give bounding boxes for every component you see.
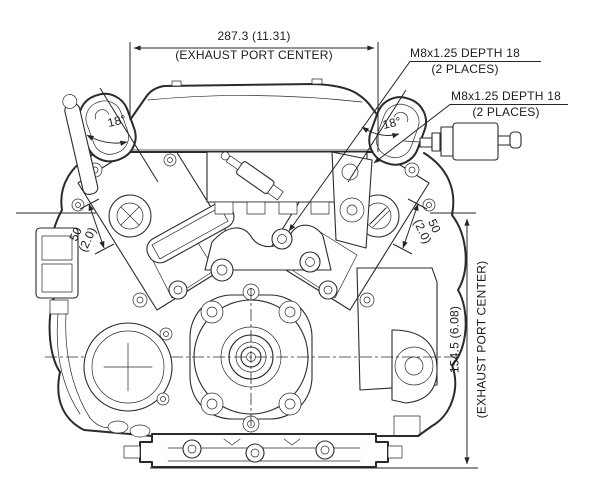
m8-lower-leader [373,104,568,164]
right-angle-arc [361,126,400,139]
intake-manifold-panel [206,151,373,249]
mounting-base [123,433,403,468]
dimension-graphics [16,42,568,469]
right-silhouette [375,152,467,437]
left-angle-arc [86,134,128,146]
left-offset-ext-b [94,243,115,255]
starter-motor [83,322,173,412]
right-offset-ext-b [392,243,413,255]
ignition-sensor [220,151,284,201]
left-offset-dimension [88,203,105,249]
rear-cylinder-fins [356,267,438,437]
top-dimension-note: (EXHAUST PORT CENTER) [175,48,333,62]
fan-shroud [129,78,383,153]
left-exhaust-port [108,194,152,238]
crankcase-cover [45,283,455,433]
top-dimension-value: 287.3 (11.31) [217,29,291,43]
m8-upper-callout-line2: (2 PLACES) [431,62,499,76]
m8-lower-callout-line2: (2 PLACES) [472,105,540,119]
case-bolts [168,228,338,300]
dipstick-tube [62,94,99,196]
right-offset-ext-a [407,198,428,210]
left-offset-ext-a [79,198,100,210]
left-side-assembly [35,94,153,438]
wiring-harness [56,313,151,438]
right-dimension-note: (EXHAUST PORT CENTER) [474,260,489,419]
m8-lower-callout-line1: M8x1.25 DEPTH 18 [451,89,561,103]
fuel-filter [403,122,522,161]
mounting-bracket-plate [331,151,373,249]
control-box [35,227,79,315]
m8-upper-leader [288,61,541,232]
left-valve-axis-line [99,87,159,183]
m8-upper-callout-line1: M8x1.25 DEPTH 18 [410,46,520,60]
right-offset-dimension [402,203,419,249]
right-dimension-value: 154.5 (6.08) [447,305,462,374]
